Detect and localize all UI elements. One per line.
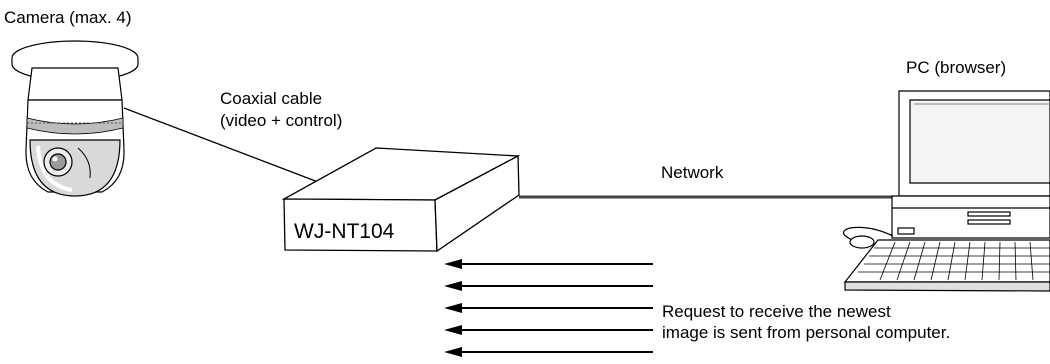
arrow-left-icon — [444, 259, 653, 269]
arrow-left-icon — [444, 281, 653, 291]
arrow-left-icon — [444, 347, 653, 357]
camera-label: Camera (max. 4) — [4, 8, 132, 27]
pc-label: PC (browser) — [906, 58, 1006, 77]
camera-icon — [11, 40, 139, 197]
arrow-left-icon — [444, 325, 653, 335]
request-arrows — [444, 259, 653, 357]
network-label: Network — [661, 163, 724, 182]
coaxial-cable-line — [123, 107, 319, 183]
arrow-left-icon — [444, 303, 653, 313]
pc-icon — [842, 90, 1050, 292]
request-label-line1: Request to receive the newest — [662, 302, 891, 321]
cable-label-line2: (video + control) — [220, 111, 342, 130]
cable-label-line1: Coaxial cable — [220, 89, 322, 108]
device-label: WJ-NT104 — [294, 220, 395, 243]
request-label-line2: image is sent from personal computer. — [662, 323, 950, 342]
network-device-icon — [281, 147, 521, 253]
